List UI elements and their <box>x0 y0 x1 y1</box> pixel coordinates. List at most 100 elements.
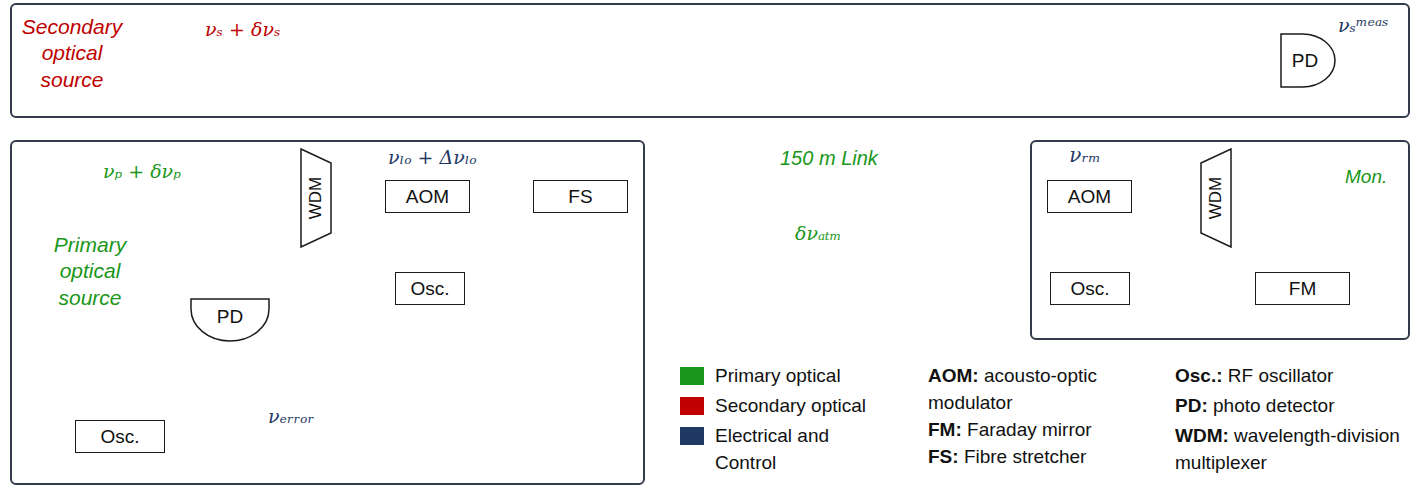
drawing-path <box>250 52 300 170</box>
drawing-path <box>165 436 203 439</box>
drawing-polygon <box>970 150 1018 198</box>
panel-title: Secondary optical source <box>12 14 132 93</box>
primary-source <box>30 167 90 227</box>
drawing-circle <box>30 167 90 227</box>
connector-line <box>1132 193 1200 198</box>
connector-line <box>332 192 385 197</box>
signal-label: 150 m Link <box>780 147 878 170</box>
panel-fill <box>10 140 645 485</box>
node-label: Osc. <box>410 278 449 300</box>
connector-line <box>628 197 1047 202</box>
legend-text: Secondary optical <box>715 392 880 419</box>
photodetector: PD <box>190 298 270 342</box>
connector <box>1089 213 1090 272</box>
drawing-path <box>255 436 405 439</box>
signal-label: νₑᵣᵣₒᵣ <box>268 405 314 427</box>
connector-line <box>1088 213 1091 272</box>
drawing-polygon <box>662 197 708 246</box>
legend-definition: PD: photo detector <box>1175 392 1403 419</box>
node-label: AOM <box>406 186 449 208</box>
drawing-path <box>233 219 237 300</box>
drawing-polygon <box>970 150 1018 246</box>
node-label: WDM <box>306 177 326 219</box>
shape-path <box>191 299 269 341</box>
legend-definition: WDM: wavelength-division multiplexer <box>1175 422 1403 476</box>
connector-line <box>470 197 533 202</box>
panel-heading: Primary optical source <box>30 232 150 311</box>
node-label: PD <box>217 306 243 328</box>
oscillator-box: Osc. <box>75 420 165 453</box>
node-label: WDM <box>1206 177 1226 219</box>
legend-text: Electrical and Control <box>715 422 880 476</box>
legend-swatch <box>680 367 704 385</box>
drawing-circle <box>205 412 255 462</box>
connector-line <box>1232 72 1280 185</box>
drawing-path <box>152 42 188 69</box>
signal-label: νₗₒ + Δνₗₒ <box>388 146 477 168</box>
panel-fill <box>10 3 1410 118</box>
definition: photo detector <box>1213 395 1334 416</box>
connector-line <box>1132 198 1200 203</box>
switch-pivot <box>401 433 409 441</box>
monitor-output <box>1232 196 1395 200</box>
drawing-path <box>205 182 235 211</box>
aom-box: AOM <box>385 180 470 213</box>
primary-panel: Primary optical sourceWDMAOMFSOsc.PDOsc. <box>10 140 645 485</box>
aom-box: AOM <box>1047 180 1132 213</box>
secondary-source <box>140 25 200 85</box>
connector <box>1132 196 1200 201</box>
panel-title: Primary optical source <box>30 232 150 311</box>
abbreviation: AOM: <box>928 365 979 386</box>
drawing-ellipse <box>701 148 715 248</box>
connector <box>427 213 428 272</box>
wdm-block: WDM <box>1200 148 1232 248</box>
node-label: FM <box>1289 278 1316 300</box>
drawing-path <box>247 195 300 199</box>
connector-line <box>1232 198 1303 272</box>
shape-path <box>1281 34 1335 87</box>
connector-line <box>470 192 533 197</box>
drawing-ellipse <box>963 148 977 248</box>
drawing-circle <box>140 25 200 85</box>
connector <box>628 194 1047 199</box>
drawing-path <box>125 197 205 300</box>
panel-heading: νᵣₘ <box>1045 143 1125 168</box>
oscillator-box: Osc. <box>395 272 465 305</box>
abbreviation: PD: <box>1175 395 1208 416</box>
signal-label: νₛ + δνₛ <box>205 18 280 40</box>
panel-title: νᵣₘ <box>1045 143 1125 168</box>
legend-definition: FS: Fibre stretcher <box>928 443 1156 470</box>
signal-label: νₛᵐᵉᵃˢ <box>1338 14 1389 36</box>
definition: Faraday mirror <box>967 419 1092 440</box>
mirror-box: FM <box>1255 272 1350 305</box>
node-label: AOM <box>1068 186 1111 208</box>
connector-line <box>332 197 385 202</box>
drawing-path <box>229 342 232 410</box>
connector <box>1232 198 1303 272</box>
signal-label: νₚ + δνₚ <box>103 160 181 182</box>
node-label: Osc. <box>100 426 139 448</box>
node-label: Osc. <box>1070 278 1109 300</box>
shape-path <box>301 149 331 247</box>
drawing-path <box>405 436 455 439</box>
shape-path <box>1201 149 1231 247</box>
secondary-fibre <box>200 52 1280 170</box>
signal-label: Mon. <box>1345 166 1387 188</box>
legend-swatch <box>680 427 704 445</box>
legend-text: Primary optical <box>715 362 880 389</box>
connector-line <box>426 213 429 272</box>
abbreviation: FM: <box>928 419 962 440</box>
signal-label: δνₐₜₘ <box>795 222 841 244</box>
measurement-output <box>1336 59 1395 62</box>
free-space-beam <box>657 148 1023 248</box>
drawing-ellipse <box>1013 180 1023 214</box>
mixer <box>205 412 255 462</box>
legend-definition: AOM: acousto-optic modulator <box>928 362 1156 416</box>
legend-definition: Osc.: RF oscillator <box>1175 362 1403 389</box>
control-wiring <box>165 215 580 437</box>
drawing-path <box>90 195 193 199</box>
abbreviation: FS: <box>928 446 959 467</box>
